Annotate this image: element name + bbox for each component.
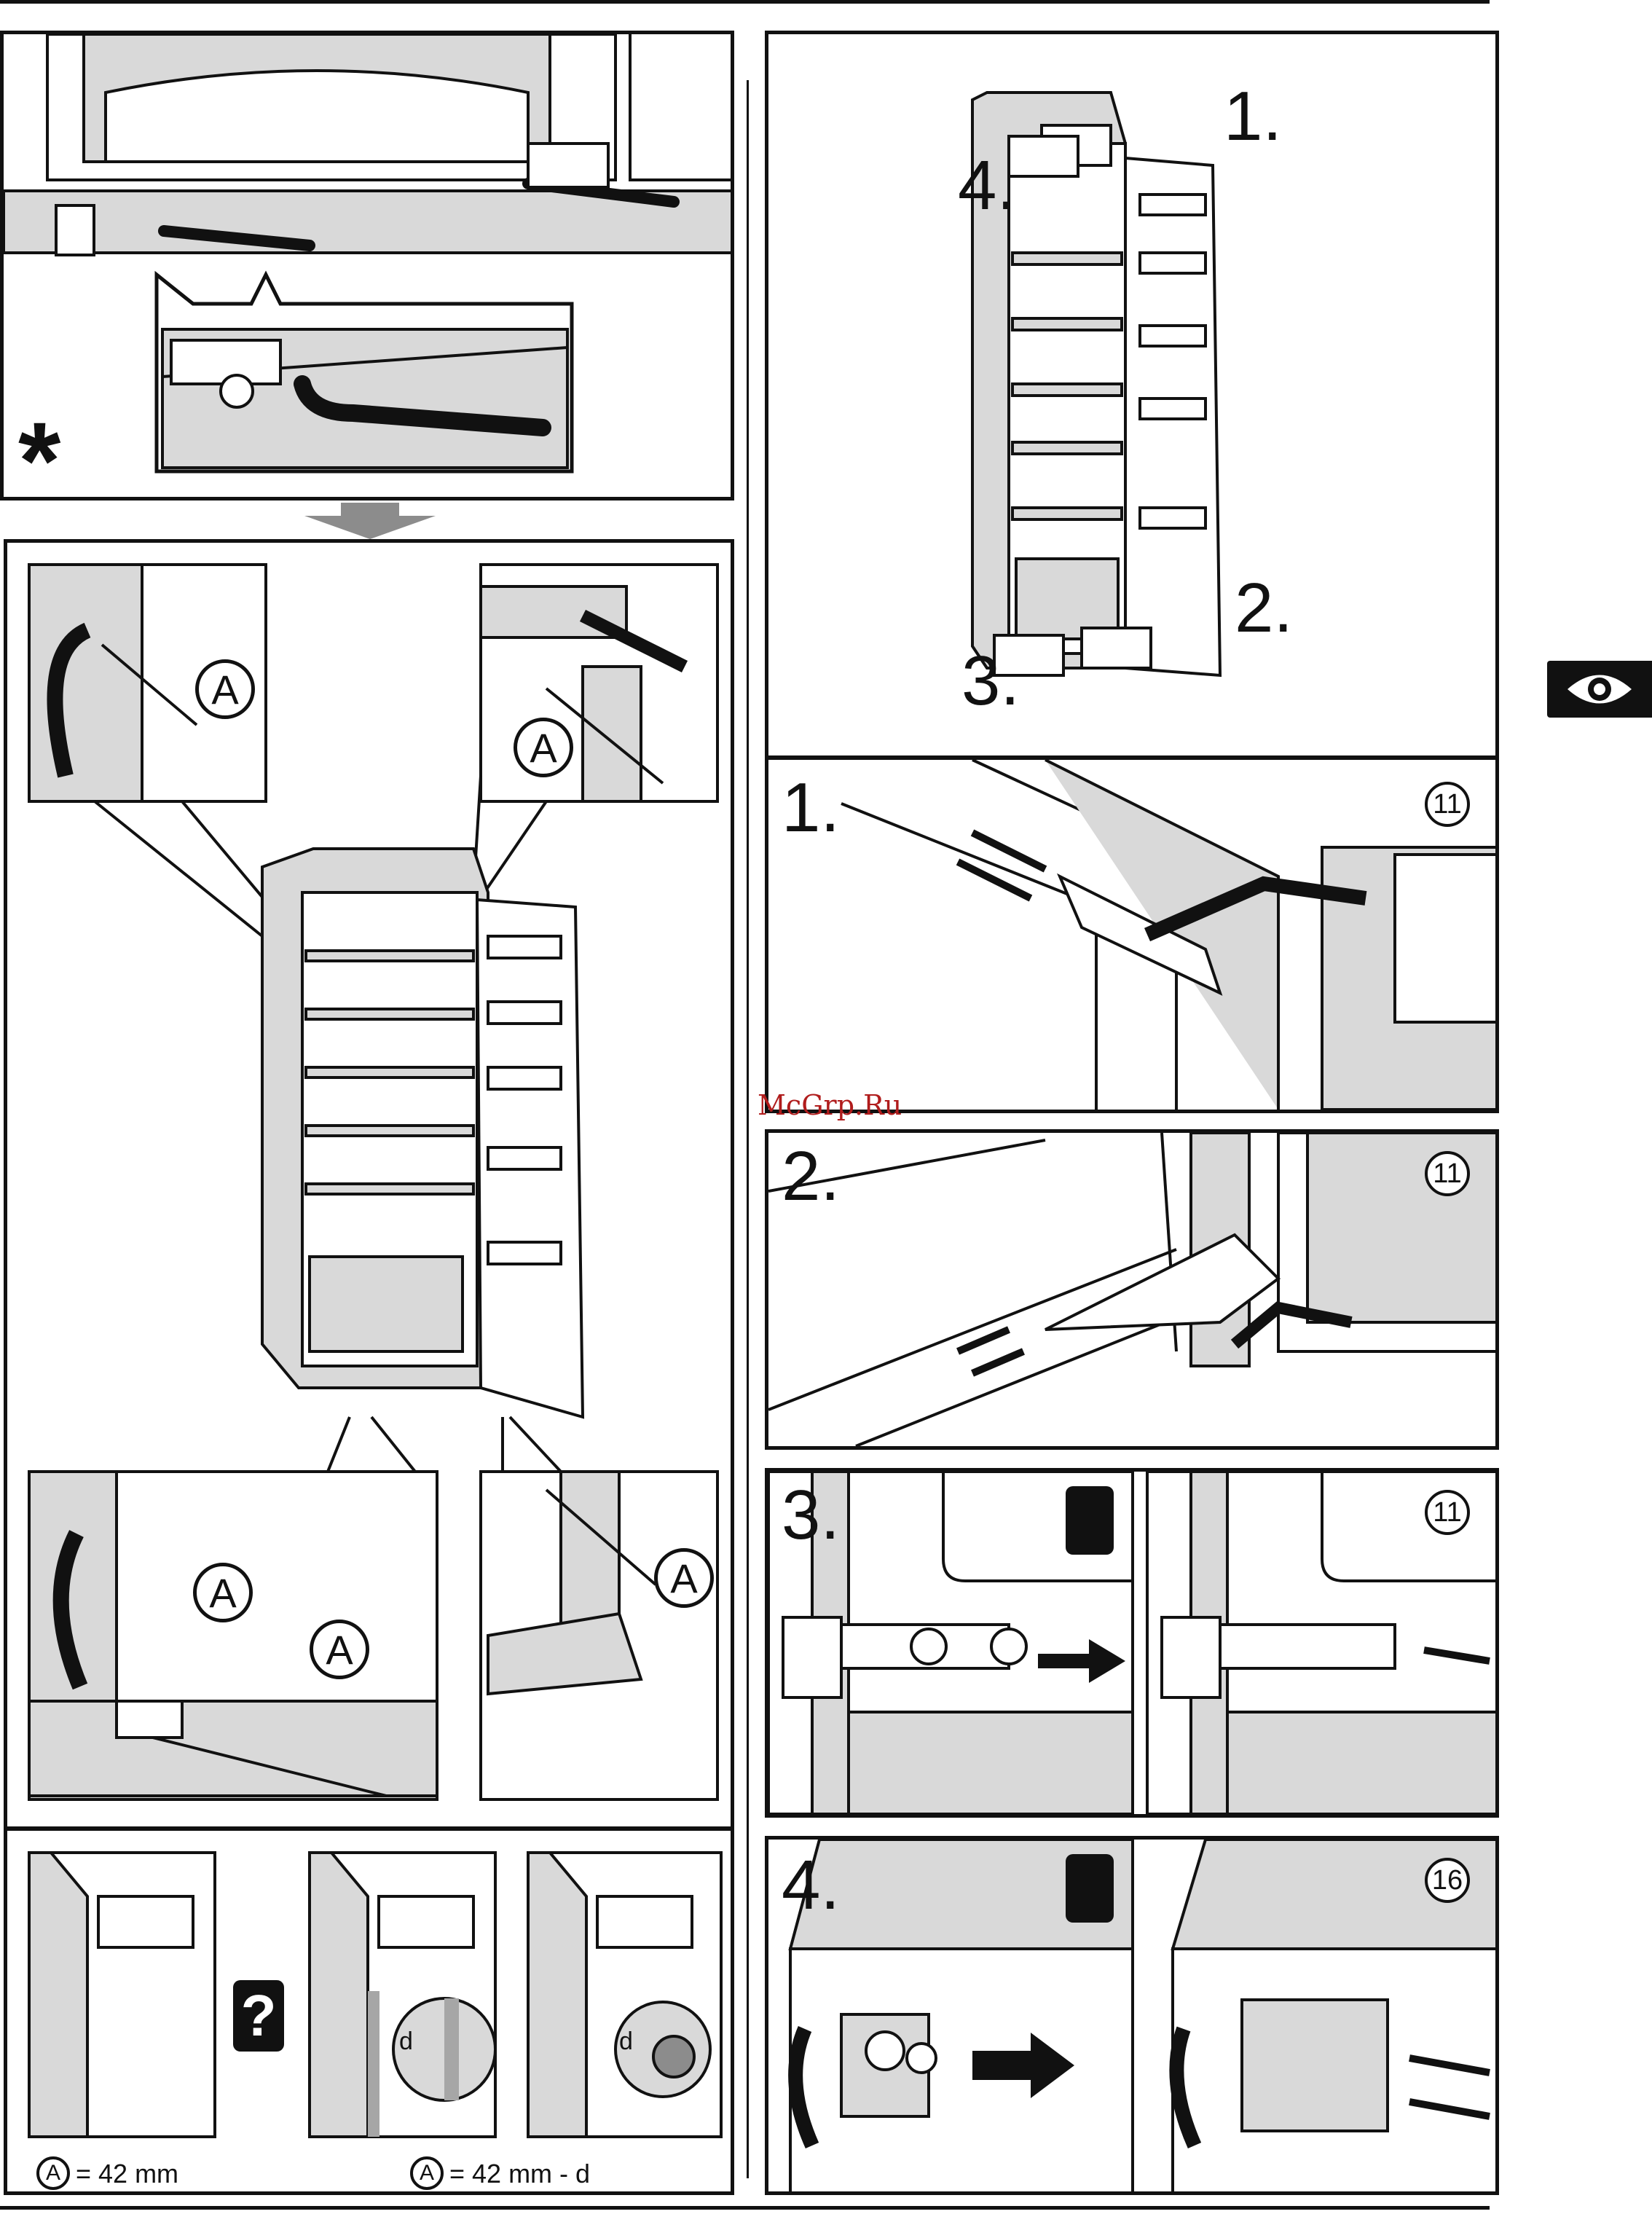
circled-number-11: 11 xyxy=(1425,1490,1470,1535)
step-label-4: 4. xyxy=(958,151,1016,221)
bottom-bracket-illustration xyxy=(768,1472,1497,1814)
caption-a-equals-42-minus-d: = 42 mm - d xyxy=(449,2159,590,2189)
panel-distance-check: A A A A A xyxy=(4,539,734,1830)
eye-icon xyxy=(1547,661,1652,718)
circled-a-small: A xyxy=(36,2156,70,2190)
panel-step-3: 3. 11 xyxy=(765,1468,1499,1818)
step-label-1: 1. xyxy=(782,773,840,843)
panel-measurement: ? d d A = 42 mm A = 42 mm - d xyxy=(4,1827,734,2195)
dimension-d-label: d xyxy=(399,2027,413,2056)
circled-a-marker: A xyxy=(195,659,255,719)
bottom-rule xyxy=(0,2206,1490,2210)
leveling-illustration xyxy=(4,34,732,500)
column-divider xyxy=(747,80,749,2178)
panel-leveling: * xyxy=(0,31,734,500)
screw-icon xyxy=(1066,1854,1114,1923)
asterisk-marker: * xyxy=(18,406,60,500)
screw-icon xyxy=(1066,1486,1114,1555)
step-label-2: 2. xyxy=(1235,573,1293,643)
hinge-top-illustration xyxy=(768,760,1497,1110)
step-label-4: 4. xyxy=(782,1850,840,1920)
top-rule xyxy=(0,0,1490,4)
top-bracket-illustration xyxy=(768,1840,1497,2193)
circled-a-marker: A xyxy=(193,1563,253,1622)
panel-step-2: 2. 11 xyxy=(765,1129,1499,1450)
panel-step-1: 1. 11 xyxy=(765,756,1499,1113)
watermark: McGrp.Ru xyxy=(758,1089,902,1121)
eye-icon-tab xyxy=(1547,661,1652,718)
step-label-3: 3. xyxy=(961,646,1020,716)
circled-a-small: A xyxy=(410,2156,444,2190)
step-label-2: 2. xyxy=(782,1142,840,1212)
circled-a-marker: A xyxy=(514,718,573,777)
measurement-illustration xyxy=(7,1831,732,2195)
arrow-icon xyxy=(304,503,436,539)
dimension-d-label: d xyxy=(619,2027,633,2056)
panel-step-4: 4. 16 xyxy=(765,1836,1499,2195)
circled-a-marker: A xyxy=(654,1548,714,1608)
step-label-3: 3. xyxy=(782,1480,840,1550)
panel-overview: 1. 4. 2. 3. xyxy=(765,31,1499,759)
caption-a-equals-42: = 42 mm xyxy=(76,2159,178,2189)
fridge-distance-illustration xyxy=(7,543,732,1829)
circled-a-marker: A xyxy=(310,1620,369,1679)
fridge-overview-illustration xyxy=(768,34,1497,755)
hinge-bottom-illustration xyxy=(768,1133,1497,1446)
circled-number-16: 16 xyxy=(1425,1858,1470,1903)
step-label-1: 1. xyxy=(1224,82,1282,152)
question-badge: ? xyxy=(233,1980,284,2052)
circled-number-11: 11 xyxy=(1425,782,1470,827)
question-mark: ? xyxy=(241,1982,277,2049)
circled-number-11: 11 xyxy=(1425,1151,1470,1196)
